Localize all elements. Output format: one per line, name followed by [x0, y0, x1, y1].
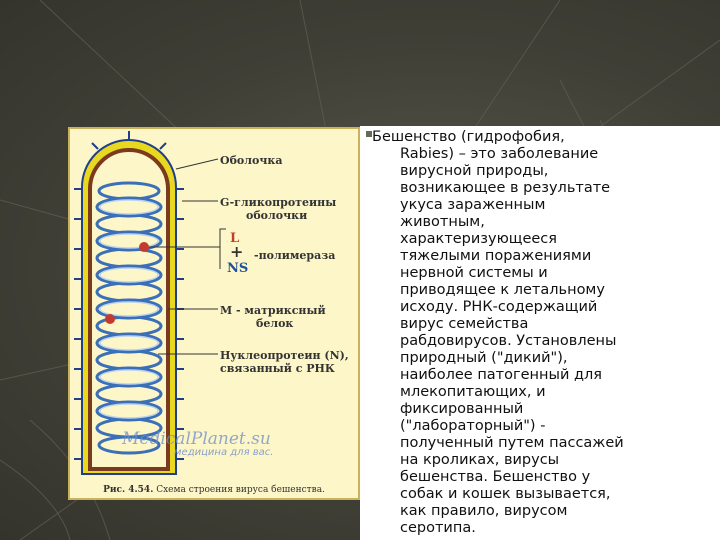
text-line: собак и кошек вызывается, — [400, 486, 611, 502]
text-line-first: Бешенство (гидрофобия, — [372, 129, 565, 145]
text-line: рабдовирусов. Установлены — [400, 333, 617, 349]
label-g-glycoprotein: G-гликопротеины — [220, 196, 337, 209]
text-line: вирусной природы, — [400, 163, 549, 179]
polymerase-dot — [105, 314, 115, 324]
text-line: приводящее к летальному — [400, 282, 605, 298]
figure-caption: Рис. 4.54. Схема строения вируса бешенст… — [70, 485, 358, 495]
text-line: исходу. РНК-содержащий — [400, 299, 598, 315]
text-line: млекопитающих, и — [400, 384, 546, 400]
caption-label: Рис. 4.54. — [103, 485, 154, 495]
text-line: наиболее патогенный для — [400, 367, 603, 383]
label-nucleoprotein: Нуклеопротеин (N), — [220, 349, 349, 362]
caption-text: Схема строения вируса бешенства. — [156, 485, 325, 495]
text-line: возникающее в результате — [400, 180, 611, 196]
text-line: на кроликах, вирусы — [400, 452, 560, 468]
rabies-virus-diagram — [74, 131, 226, 475]
label-g-glycoprotein-2: оболочки — [246, 209, 308, 222]
text-line: серотипа. — [400, 520, 476, 536]
label-pointer-lines — [149, 158, 226, 355]
label-plus: + — [230, 242, 244, 261]
label-nucleoprotein-2: связанный с РНК — [220, 362, 335, 375]
text-line: природный ("дикий"), — [400, 350, 568, 366]
text-line: Rabies) – это заболевание — [400, 146, 599, 162]
description-paragraph: Бешенство (гидрофобия, Rabies) – это заб… — [360, 126, 720, 537]
text-line: животным, — [400, 214, 485, 230]
watermark-tagline: медицина для вас. — [174, 447, 274, 458]
label-matrix-protein-2: белок — [256, 317, 294, 330]
nucleoprotein-helix — [95, 181, 163, 455]
label-polymerase: -полимераза — [254, 249, 336, 262]
text-line: вирус семейства — [400, 316, 529, 332]
virus-structure-figure: Оболочка G-гликопротеины оболочки L + NS… — [68, 127, 360, 500]
text-line: тяжелыми поражениями — [400, 248, 592, 264]
watermark-site: MedicalPlanet.su — [122, 429, 271, 449]
text-line: укуса зараженным — [400, 197, 546, 213]
polymerase-dot — [139, 242, 149, 252]
label-ns: NS — [227, 261, 249, 276]
text-line: ("лабораторный") - — [400, 418, 546, 434]
text-line: характеризующееся — [400, 231, 558, 247]
label-shell: Оболочка — [220, 154, 283, 167]
text-line: нервной системы и — [400, 265, 548, 281]
text-line: как правило, вирусом — [400, 503, 568, 519]
description-text-panel: Бешенство (гидрофобия, Rabies) – это заб… — [360, 126, 720, 540]
label-matrix-protein: М - матриксный — [220, 304, 326, 317]
text-line: полученный путем пассажей — [400, 435, 624, 451]
bullet-square-icon — [366, 131, 372, 137]
text-line: бешенства. Бешенство у — [400, 469, 591, 485]
label-l: L — [230, 231, 240, 246]
text-line: фиксированный — [400, 401, 524, 417]
